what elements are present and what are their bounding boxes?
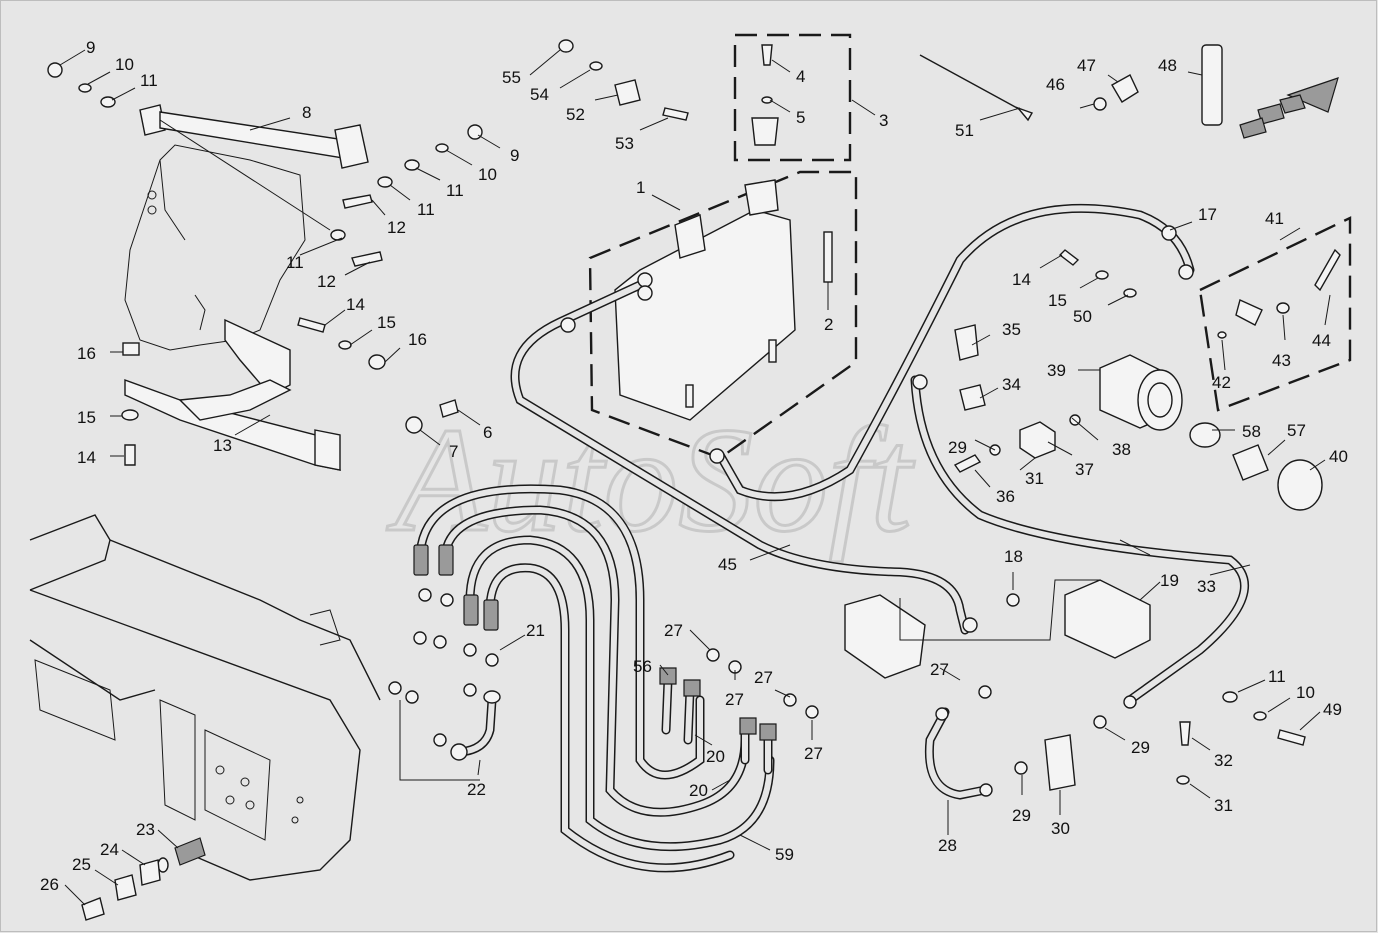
coupling-parts bbox=[81, 837, 206, 921]
callout-35: 35 bbox=[1002, 320, 1021, 339]
callout-10: 10 bbox=[1296, 683, 1315, 702]
callout-32: 32 bbox=[1214, 751, 1233, 770]
callout-46: 46 bbox=[1046, 75, 1065, 94]
callout-57: 57 bbox=[1287, 421, 1306, 440]
hose-fittings bbox=[388, 225, 1194, 797]
callout-16: 16 bbox=[77, 344, 96, 363]
callout-56: 56 bbox=[633, 657, 652, 676]
callout-29: 29 bbox=[1012, 806, 1031, 825]
leader-lines bbox=[59, 49, 1331, 906]
callout-44: 44 bbox=[1312, 331, 1331, 350]
callout-50: 50 bbox=[1073, 307, 1092, 326]
callout-41: 41 bbox=[1265, 209, 1284, 228]
callout-42: 42 bbox=[1212, 373, 1231, 392]
callout-8: 8 bbox=[302, 103, 311, 122]
callout-47: 47 bbox=[1077, 56, 1096, 75]
callout-29: 29 bbox=[948, 438, 967, 457]
bracket-tube-8 bbox=[139, 104, 369, 169]
callout-27: 27 bbox=[804, 744, 823, 763]
callout-6: 6 bbox=[483, 423, 492, 442]
cab-body bbox=[124, 144, 306, 351]
callout-24: 24 bbox=[100, 840, 119, 859]
callout-3: 3 bbox=[879, 111, 888, 130]
callout-36: 36 bbox=[996, 487, 1015, 506]
callout-23: 23 bbox=[136, 820, 155, 839]
hose-bundle bbox=[415, 203, 1249, 873]
callout-labels: 9 10 11 8 9 10 11 11 12 11 12 16 15 14 1… bbox=[40, 38, 1348, 894]
callout-27: 27 bbox=[725, 690, 744, 709]
callout-40: 40 bbox=[1329, 447, 1348, 466]
callout-28: 28 bbox=[938, 836, 957, 855]
hydraulic-tank-1 bbox=[588, 33, 858, 460]
hardware-set bbox=[47, 39, 1341, 785]
callout-22: 22 bbox=[467, 780, 486, 799]
callout-18: 18 bbox=[1004, 547, 1023, 566]
callout-53: 53 bbox=[615, 134, 634, 153]
callout-55: 55 bbox=[502, 68, 521, 87]
callout-21: 21 bbox=[526, 621, 545, 640]
callout-1: 1 bbox=[636, 178, 645, 197]
callout-14: 14 bbox=[1012, 270, 1031, 289]
callout-12: 12 bbox=[317, 272, 336, 291]
callout-11: 11 bbox=[1268, 667, 1286, 686]
callout-27: 27 bbox=[930, 660, 949, 679]
callout-30: 30 bbox=[1051, 819, 1070, 838]
callout-14: 14 bbox=[346, 295, 365, 314]
callout-11: 11 bbox=[286, 253, 304, 272]
seal-kit-box-41 bbox=[1198, 216, 1352, 412]
callout-5: 5 bbox=[796, 108, 805, 127]
callout-45: 45 bbox=[718, 555, 737, 574]
callout-15: 15 bbox=[77, 408, 96, 427]
callout-14: 14 bbox=[77, 448, 96, 467]
callout-26: 26 bbox=[40, 875, 59, 894]
callout-20: 20 bbox=[689, 781, 708, 800]
callout-51: 51 bbox=[955, 121, 974, 140]
callout-11: 11 bbox=[417, 200, 435, 219]
callout-48: 48 bbox=[1158, 56, 1177, 75]
callout-37: 37 bbox=[1075, 460, 1094, 479]
callout-10: 10 bbox=[115, 55, 134, 74]
tractor-frame bbox=[29, 514, 381, 881]
callout-10: 10 bbox=[478, 165, 497, 184]
callout-19: 19 bbox=[1160, 571, 1179, 590]
callout-31: 31 bbox=[1214, 796, 1233, 815]
callout-13: 13 bbox=[213, 436, 232, 455]
callout-49: 49 bbox=[1323, 700, 1342, 719]
callout-27: 27 bbox=[754, 668, 773, 687]
callout-31: 31 bbox=[1025, 469, 1044, 488]
callout-11: 11 bbox=[446, 181, 464, 200]
callout-27: 27 bbox=[664, 621, 683, 640]
callout-43: 43 bbox=[1272, 351, 1291, 370]
callout-15: 15 bbox=[1048, 291, 1067, 310]
callout-2: 2 bbox=[824, 315, 833, 334]
callout-39: 39 bbox=[1047, 361, 1066, 380]
callout-29: 29 bbox=[1131, 738, 1150, 757]
callout-58: 58 bbox=[1242, 422, 1261, 441]
callout-15: 15 bbox=[377, 313, 396, 332]
arrow-logo bbox=[1239, 77, 1339, 139]
callout-9: 9 bbox=[510, 146, 519, 165]
callout-52: 52 bbox=[566, 105, 585, 124]
callout-33: 33 bbox=[1197, 577, 1216, 596]
callout-12: 12 bbox=[387, 218, 406, 237]
callout-9: 9 bbox=[86, 38, 95, 57]
callout-20: 20 bbox=[706, 747, 725, 766]
callout-38: 38 bbox=[1112, 440, 1131, 459]
callout-11: 11 bbox=[140, 71, 158, 90]
callout-16: 16 bbox=[408, 330, 427, 349]
callout-59: 59 bbox=[775, 845, 794, 864]
crossmember-13 bbox=[124, 318, 341, 471]
callout-25: 25 bbox=[72, 855, 91, 874]
callout-54: 54 bbox=[530, 85, 549, 104]
callout-4: 4 bbox=[796, 67, 805, 86]
callout-34: 34 bbox=[1002, 375, 1021, 394]
callout-17: 17 bbox=[1198, 205, 1217, 224]
callout-7: 7 bbox=[449, 442, 458, 461]
